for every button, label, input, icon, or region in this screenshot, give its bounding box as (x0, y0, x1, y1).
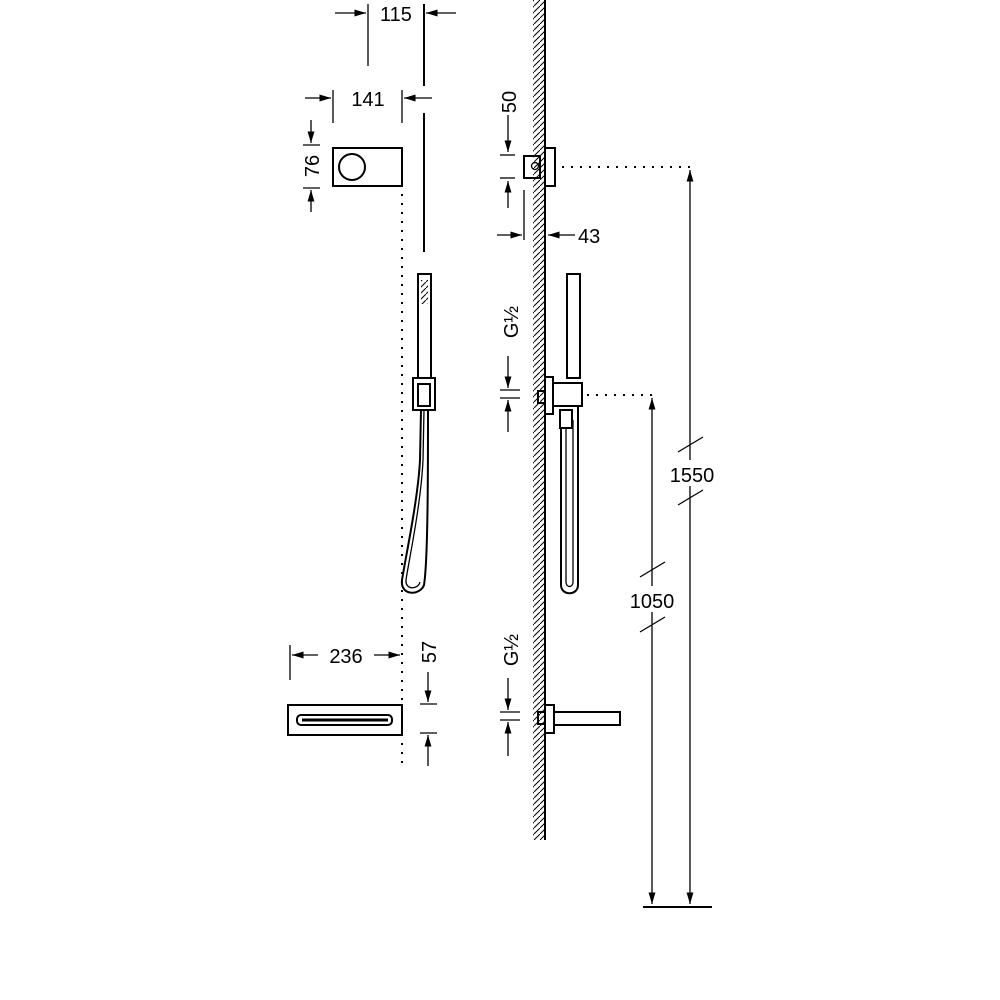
hand-shower-side-view (537, 273, 583, 595)
dimension-mixer-depth: 115 (335, 4, 456, 252)
dimension-label: 1550 (670, 465, 715, 487)
dimension-wall-offset: 43 (497, 226, 600, 248)
dimension-label: 115 (380, 4, 412, 26)
dimension-spout-width: 236 (289, 645, 400, 680)
dimension-label: 236 (329, 646, 362, 668)
dimension-label: G½ (501, 306, 523, 339)
wall (533, 0, 546, 840)
spout-front-view (287, 704, 403, 736)
dimension-label: 141 (351, 89, 384, 111)
dimension-label: 43 (578, 226, 600, 248)
dimension-label: 1050 (630, 591, 675, 613)
dimension-spout-height: 57 (419, 641, 441, 766)
dimension-mixer-height: 76 (302, 120, 324, 212)
hand-shower-front-view (400, 273, 436, 594)
mixer-front-view (332, 147, 403, 187)
dimension-hand-shower-floor-height: 1050 (630, 398, 675, 904)
dimension-label: G½ (501, 634, 523, 667)
dimension-label: 50 (499, 91, 521, 113)
dimension-label: 57 (419, 641, 441, 663)
dimension-mixer-floor-height: 1550 (670, 170, 715, 904)
dimension-spout-connection: G½ (500, 634, 523, 756)
spout-side-view (537, 704, 621, 734)
dimension-mixer-projection: 50 (499, 91, 525, 240)
dimension-label: 76 (302, 155, 324, 177)
mixer-side-view (523, 147, 556, 187)
dimension-hand-shower-connection: G½ (500, 306, 523, 432)
dimension-mixer-width: 141 (305, 89, 432, 123)
